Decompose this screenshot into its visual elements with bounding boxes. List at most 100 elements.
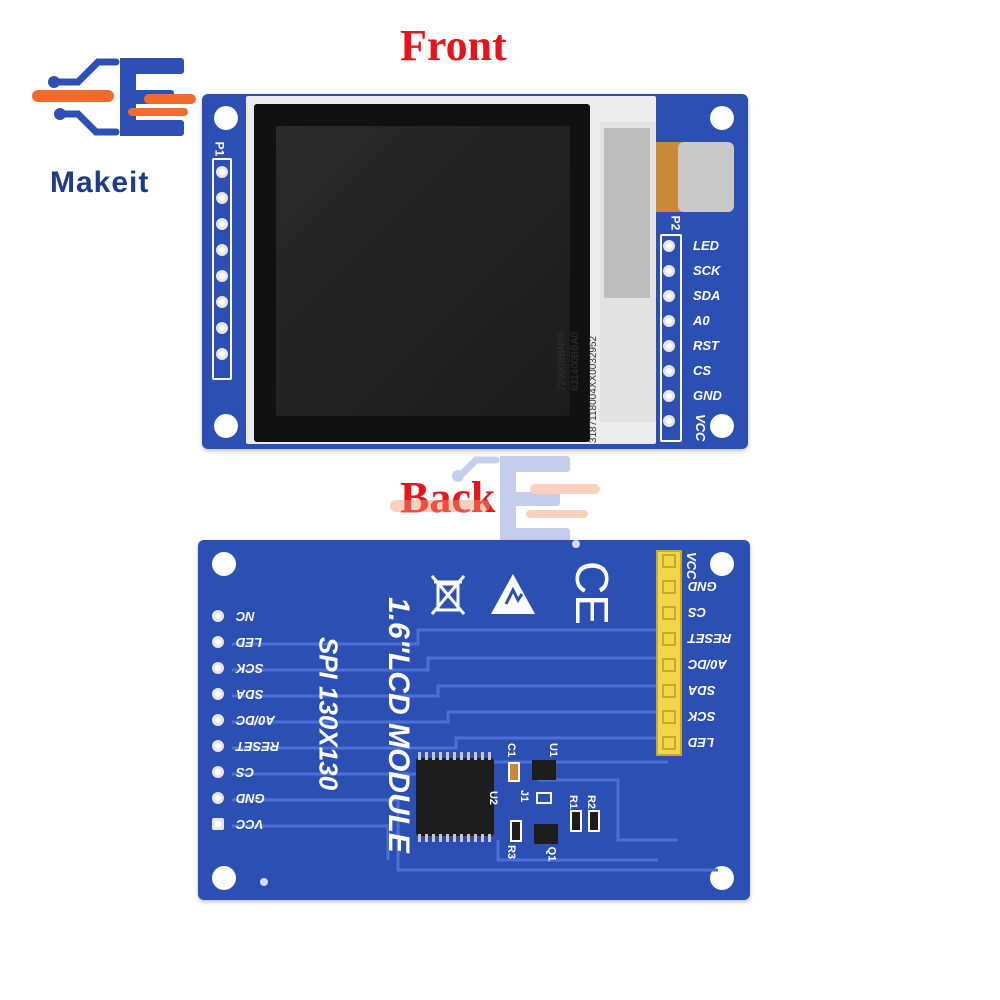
mount-hole: [710, 414, 734, 438]
flex-cable: [600, 122, 656, 422]
pin-pad: [663, 415, 675, 427]
pin-label: SCK: [693, 263, 721, 278]
header-p1: [212, 158, 232, 380]
mount-hole: [214, 414, 238, 438]
back-right-pin: GND: [662, 579, 717, 594]
flex-code-3: 3187118004XX0032952: [588, 335, 600, 444]
label-r3: R3: [505, 844, 518, 860]
front-pin: SDA: [663, 289, 720, 303]
pin-label: LED: [688, 735, 714, 750]
pin-label: SCK: [236, 661, 264, 676]
pin-pad: [212, 610, 224, 622]
pin-pad: [663, 365, 675, 377]
pin-label: VCC: [693, 414, 708, 442]
back-board: NC LED SCK SDA A0/DC RESET CS GND VCC 1.…: [198, 540, 750, 900]
back-left-pin: NC: [212, 609, 255, 624]
back-left-pin: RESET: [212, 739, 279, 754]
header-p2-label: P2: [668, 215, 683, 231]
pin-pad: [663, 390, 675, 402]
front-pin: A0: [663, 314, 710, 328]
header-pad: [216, 218, 228, 230]
back-right-pin: LED: [662, 735, 714, 750]
mount-hole: [710, 106, 734, 130]
pin-pad: [662, 606, 676, 620]
flex-stiffener: [678, 142, 734, 212]
pin-pad: [212, 714, 224, 726]
label-q1: Q1: [545, 846, 558, 862]
pin-label: CS: [693, 363, 712, 378]
pin-pad: [663, 240, 675, 252]
back-left-pin: A0/DC: [212, 713, 275, 728]
header-pad: [216, 192, 228, 204]
ic-u2: [416, 752, 494, 842]
resistor-r3: [510, 820, 522, 842]
front-pin: SCK: [663, 264, 720, 278]
pin-label: NC: [236, 609, 255, 624]
pin-label: GND: [693, 388, 722, 403]
pin-label: RESET: [236, 739, 280, 754]
label-u1: U1: [547, 742, 560, 758]
header-pad: [216, 296, 228, 308]
brand-name: Makeit: [50, 166, 150, 199]
back-left-pin: GND: [212, 791, 265, 806]
header-p2: [660, 234, 682, 442]
flex-connector: [604, 128, 650, 298]
jumper-j1: [536, 792, 552, 804]
ce-mark: CE: [565, 561, 618, 625]
transistor-q1: [534, 824, 558, 844]
module-title: 1.6"LCD MODULE: [382, 597, 415, 853]
pin-label: A0: [693, 313, 710, 328]
back-left-pin: VCC: [212, 817, 263, 832]
header-p1-label: P1: [212, 141, 227, 157]
front-pin: CS: [663, 364, 711, 378]
brand-logo-icon: [32, 58, 196, 136]
mount-hole: [212, 552, 236, 576]
back-left-pin: SCK: [212, 661, 263, 676]
pin-label: CS: [236, 765, 255, 780]
back-right-pin: VCC: [662, 552, 699, 579]
via: [572, 540, 580, 548]
pin-pad: [212, 636, 224, 648]
back-right-pin: SDA: [662, 683, 715, 698]
pin-pad: [662, 736, 676, 750]
pin-label: A0/DC: [236, 713, 276, 728]
via: [260, 878, 268, 886]
flex-code-1: 72900BBN05: [556, 331, 568, 392]
pin-label: A0/DC: [688, 657, 728, 672]
brand-logo: Makeit: [28, 48, 198, 199]
header-pad: [216, 244, 228, 256]
back-right-pin: RESET: [662, 631, 731, 646]
pin-pad: [662, 710, 676, 724]
pin-label: SDA: [688, 683, 716, 698]
pin-pad: [662, 632, 676, 646]
pin-label: RESET: [688, 631, 732, 646]
mount-hole: [710, 552, 734, 576]
resistor-r2: [588, 810, 600, 832]
pin-label: VCC: [236, 817, 264, 832]
pin-pad: [212, 818, 224, 830]
ic-pins: [418, 752, 491, 842]
front-heading: Front: [400, 21, 507, 70]
pin-pad: [663, 315, 675, 327]
back-right-pin: SCK: [662, 709, 715, 724]
back-right-pin: A0/DC: [662, 657, 727, 672]
flex-code-2: 631400BBA0: [569, 332, 581, 391]
pin-label: SCK: [688, 709, 716, 724]
label-u2: U2: [487, 790, 500, 806]
back-left-pin: LED: [212, 635, 262, 650]
front-pin: RST: [663, 339, 719, 353]
pin-label: GND: [236, 791, 265, 806]
pin-pad: [662, 684, 676, 698]
label-r2: R2: [585, 794, 598, 810]
pin-label: LED: [693, 238, 719, 253]
label-r1: R1: [567, 794, 580, 810]
pin-label: VCC: [684, 552, 699, 580]
resistor-r1: [570, 810, 582, 832]
esd-warning-icon: [488, 570, 538, 620]
pin-pad: [212, 766, 224, 778]
pin-label: LED: [236, 635, 262, 650]
weee-bin-icon: [428, 572, 468, 616]
pin-pad: [212, 688, 224, 700]
mount-hole: [212, 866, 236, 890]
module-subtitle: SPI 130X130: [313, 636, 344, 791]
